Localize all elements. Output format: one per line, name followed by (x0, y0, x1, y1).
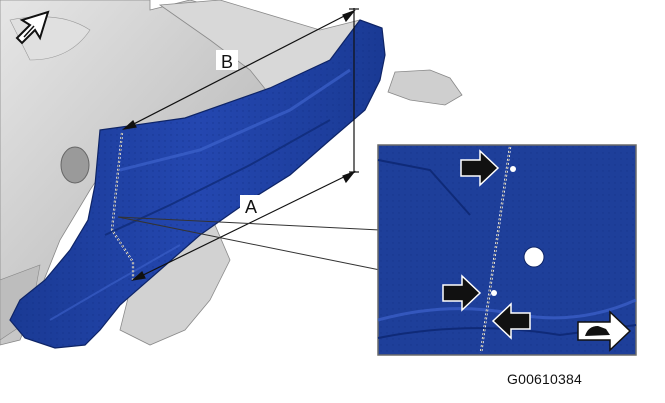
label-a: A (245, 197, 257, 217)
reference-point-upper (510, 166, 516, 172)
inset-leader-lines (117, 216, 381, 271)
dimension-a (131, 170, 356, 281)
front-direction-arrow-icon (15, 10, 50, 45)
black-pointer-arrow-icon (442, 274, 482, 312)
figure-code: G00610384 (507, 371, 582, 387)
black-pointer-arrow-icon (460, 149, 500, 187)
reference-point-lower (491, 290, 497, 296)
black-pointer-arrow-icon (491, 302, 531, 340)
vehicle-front-arrow-icon (577, 310, 632, 352)
label-b: B (221, 52, 233, 72)
reference-hole (523, 246, 545, 268)
dimension-b (122, 8, 359, 173)
side-member-panel (9, 19, 386, 349)
